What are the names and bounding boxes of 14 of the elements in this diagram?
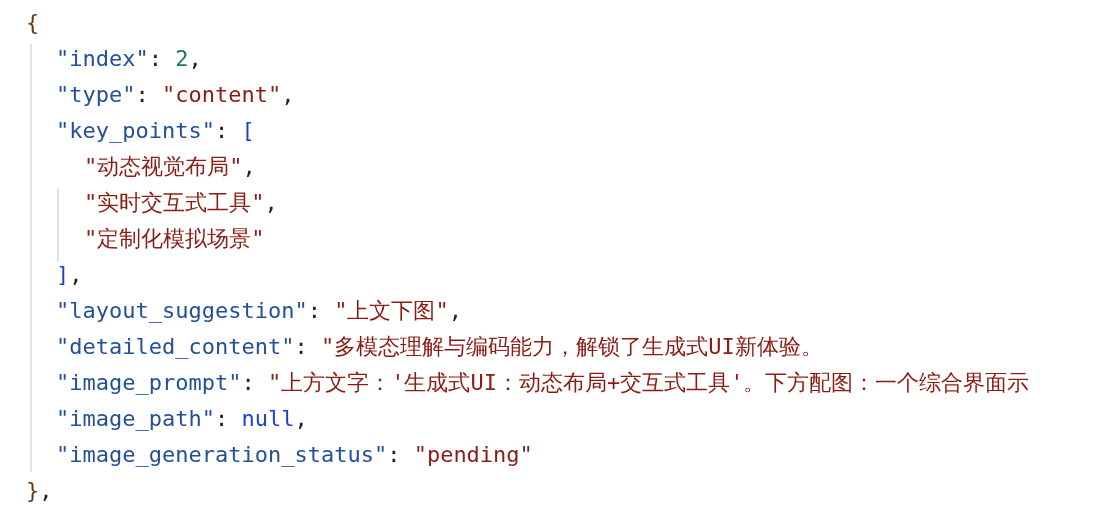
code-line: "index": 2, <box>56 45 202 73</box>
code-line: }, <box>26 477 53 505</box>
code-line: "layout_suggestion": "上文下图", <box>56 297 462 325</box>
code-line: "detailed_content": "多模态理解与编码能力，解锁了生成式UI新体验。 <box>56 333 823 361</box>
code-line: "实时交互式工具", <box>84 189 278 217</box>
code-line: "动态视觉布局", <box>84 153 256 181</box>
code-line: "image_path": null, <box>56 405 308 433</box>
code-line: "type": "content", <box>56 81 295 109</box>
code-line: "image_prompt": "上方文字：'生成式UI：动态布局+交互式工具'。下方配图：一个综合界面示 <box>56 369 1030 397</box>
code-line: { <box>26 9 40 37</box>
code-line: "image_generation_status": "pending" <box>56 441 533 469</box>
code-line: "key_points": [ <box>56 117 255 145</box>
code-line: ], <box>56 261 83 289</box>
code-line: "定制化模拟场景" <box>84 225 265 253</box>
